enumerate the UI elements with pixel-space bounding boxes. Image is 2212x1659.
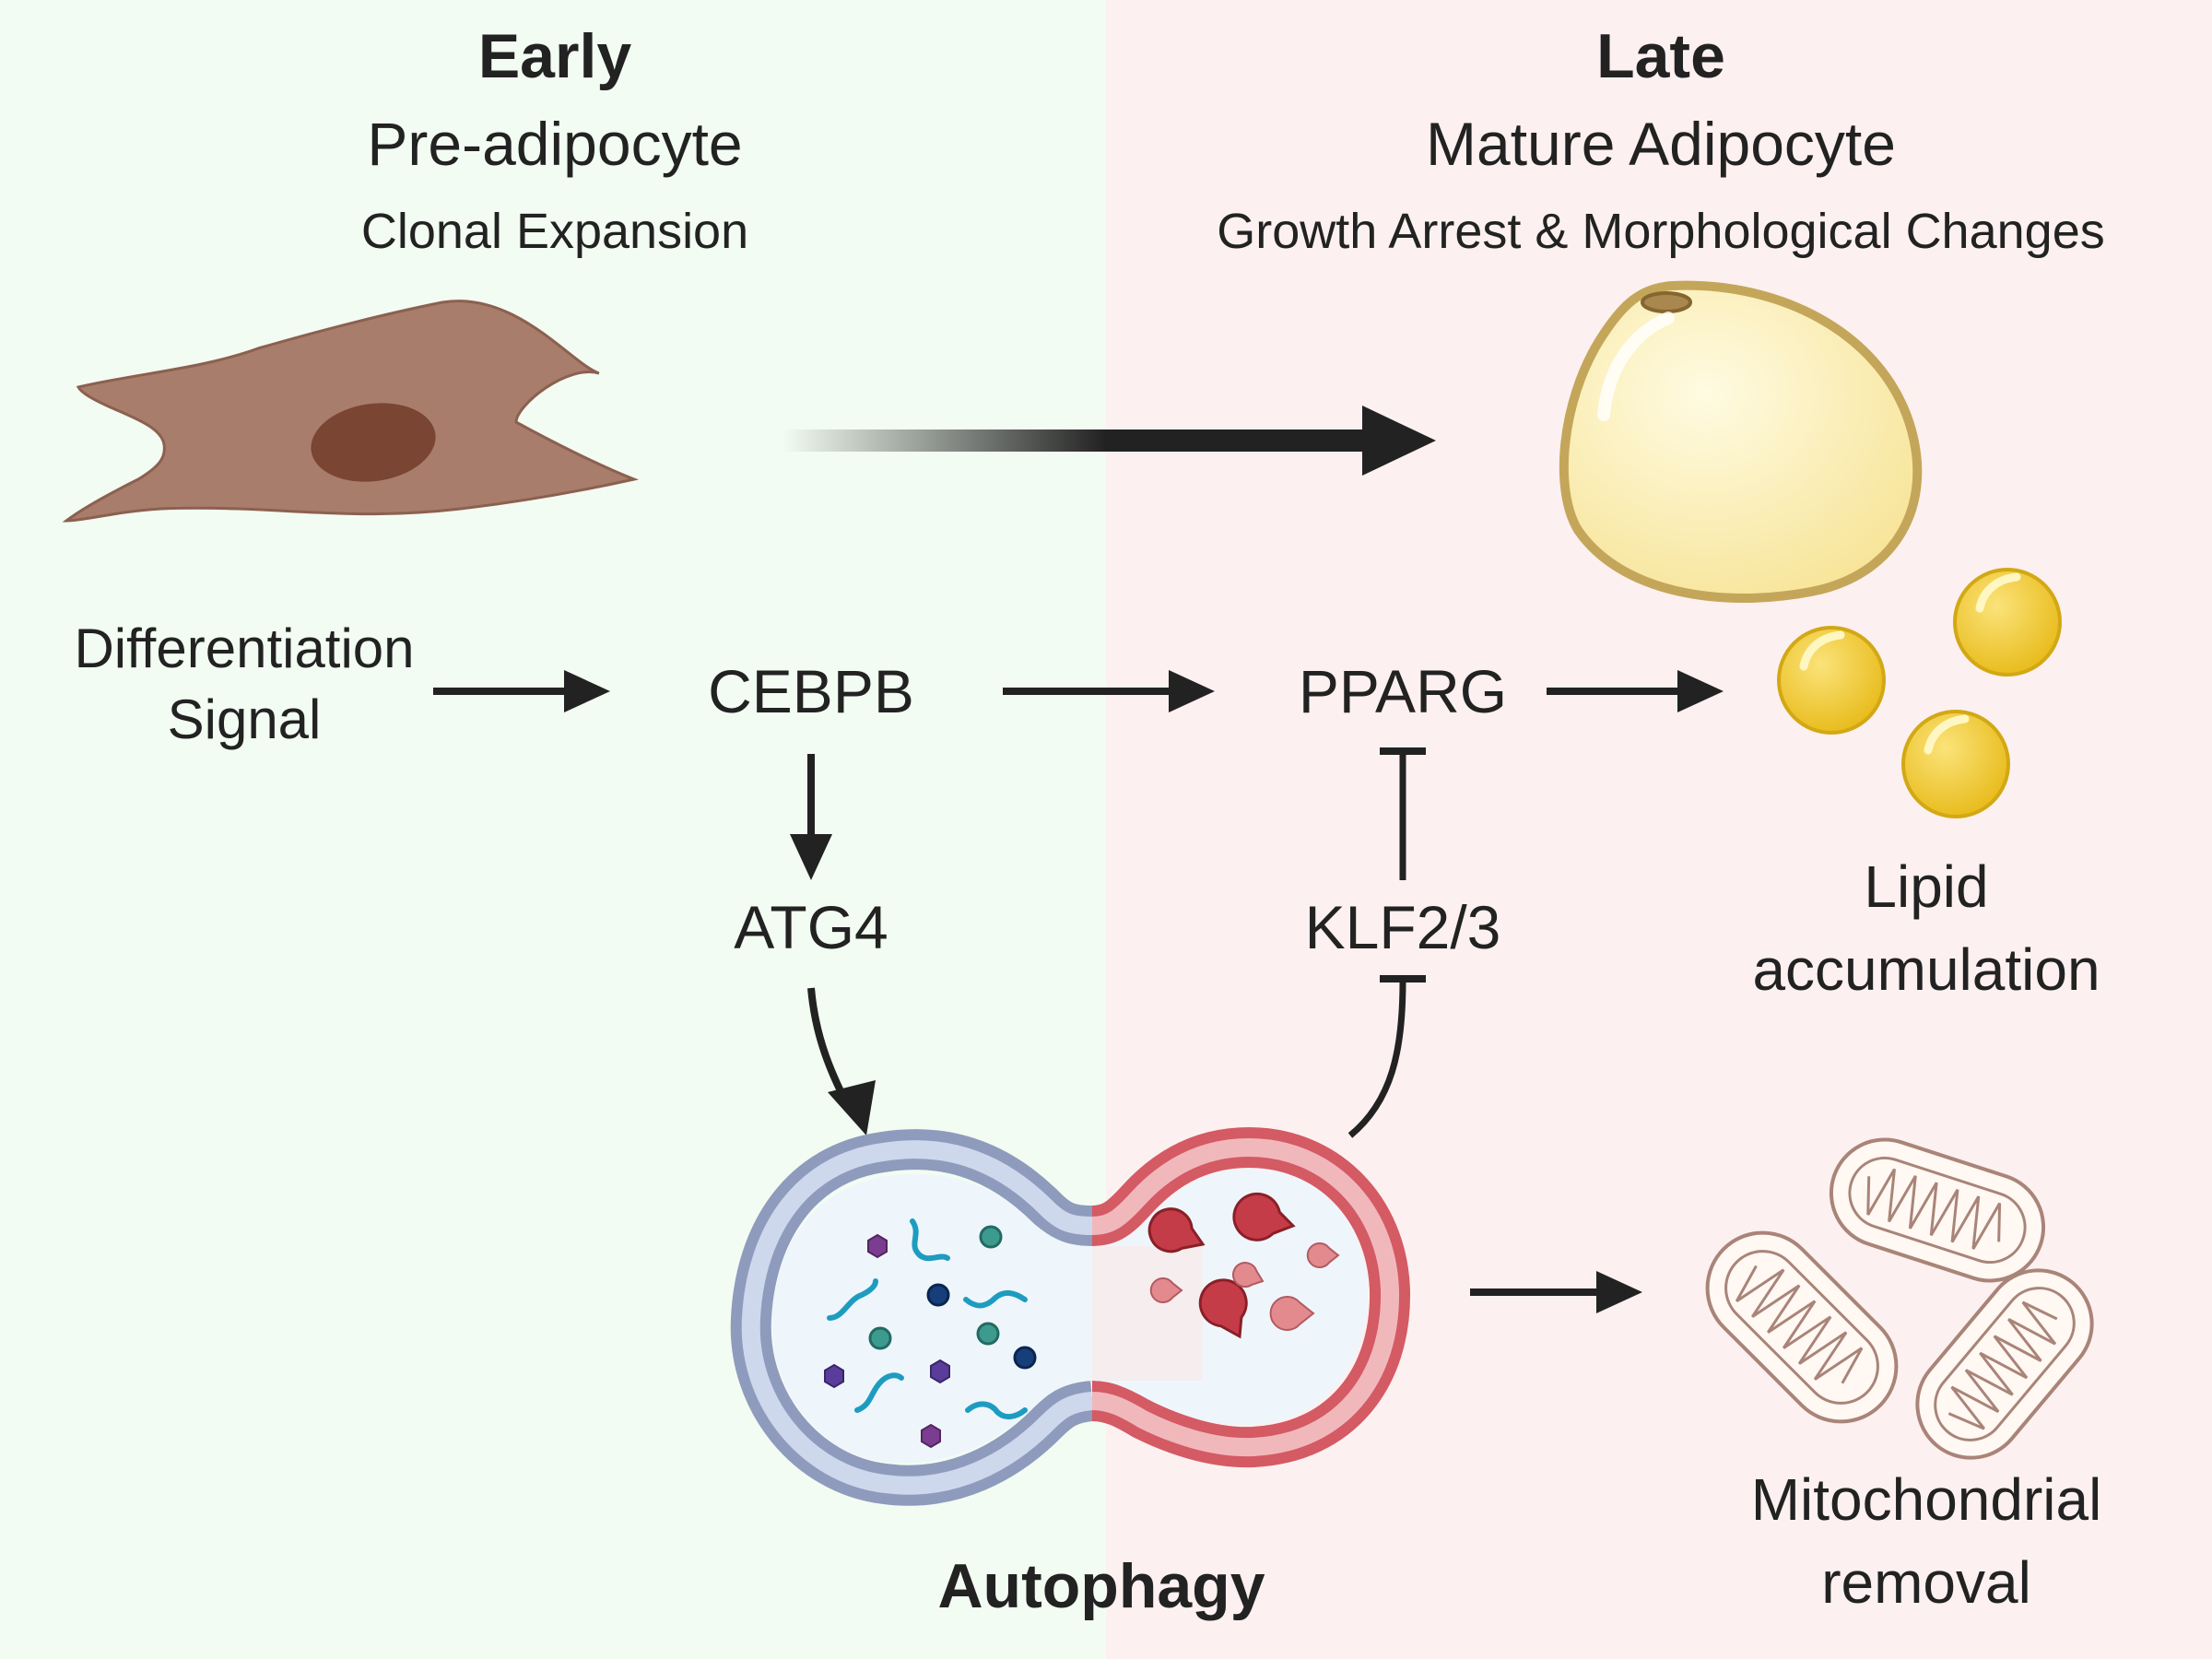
differentiation-signal-line2: Signal bbox=[167, 688, 322, 750]
lysosomal-enzymes-icons bbox=[1147, 1192, 1340, 1339]
mito-line2: removal bbox=[1821, 1548, 2031, 1616]
nucleus-icon bbox=[311, 403, 436, 482]
late-cell-title: Mature Adipocyte bbox=[1426, 110, 1896, 178]
early-stage-title: Early bbox=[477, 21, 632, 91]
late-stage-title: Late bbox=[1596, 21, 1725, 91]
mitochondria-icons bbox=[1705, 1137, 2094, 1460]
cargo-protein-icons bbox=[827, 1218, 1028, 1419]
arrow-cebpb-to-pparg bbox=[1003, 670, 1215, 712]
mitochondrion-icon bbox=[1915, 1268, 2094, 1460]
early-process-title: Clonal Expansion bbox=[360, 204, 749, 259]
lipid-line1: Lipid bbox=[1864, 853, 1989, 920]
pparg-node: PPARG bbox=[1298, 657, 1508, 725]
differentiation-progress-arrow bbox=[783, 406, 1436, 476]
flattened-nucleus-icon bbox=[1641, 291, 1692, 313]
mitochondrion-icon bbox=[1829, 1137, 2046, 1283]
inhibition-autophagy-to-klf bbox=[1347, 975, 1426, 1138]
cebpb-node: CEBPB bbox=[708, 657, 914, 725]
cargo-particles-icons bbox=[824, 1225, 1037, 1449]
arrow-signal-to-cebpb bbox=[433, 670, 610, 712]
lipid-droplets-icon bbox=[1777, 568, 2062, 818]
mitochondrial-removal-label: Mitochondrial removal bbox=[1650, 1459, 2203, 1624]
mito-line1: Mitochondrial bbox=[1750, 1466, 2102, 1533]
inhibition-klf-to-pparg bbox=[1380, 747, 1426, 880]
preadipocyte-cell-icon bbox=[62, 300, 640, 523]
arrow-pparg-to-lipid bbox=[1547, 670, 1724, 712]
arrow-cebpb-to-atg4 bbox=[790, 754, 832, 880]
atg4-node: ATG4 bbox=[734, 893, 888, 961]
autolysosome-icon bbox=[730, 1126, 1411, 1506]
arrow-atg4-to-autophagy bbox=[807, 987, 852, 1108]
lipid-accumulation-label: Lipid accumulation bbox=[1650, 846, 2203, 1011]
late-process-title: Growth Arrest & Morphological Changes bbox=[1217, 204, 2105, 259]
differentiation-signal-line1: Differentiation bbox=[74, 618, 415, 679]
mature-adipocyte-icon bbox=[1559, 280, 1923, 603]
differentiation-signal-label: Differentiation Signal bbox=[55, 614, 433, 756]
klf23-node: KLF2/3 bbox=[1304, 893, 1501, 961]
lipid-line2: accumulation bbox=[1752, 935, 2100, 1003]
early-cell-title: Pre-adipocyte bbox=[367, 110, 743, 178]
autophagy-label: Autophagy bbox=[937, 1551, 1265, 1621]
pathway-arrows bbox=[433, 670, 1724, 1313]
arrow-autophagy-to-mito bbox=[1470, 1271, 1642, 1313]
